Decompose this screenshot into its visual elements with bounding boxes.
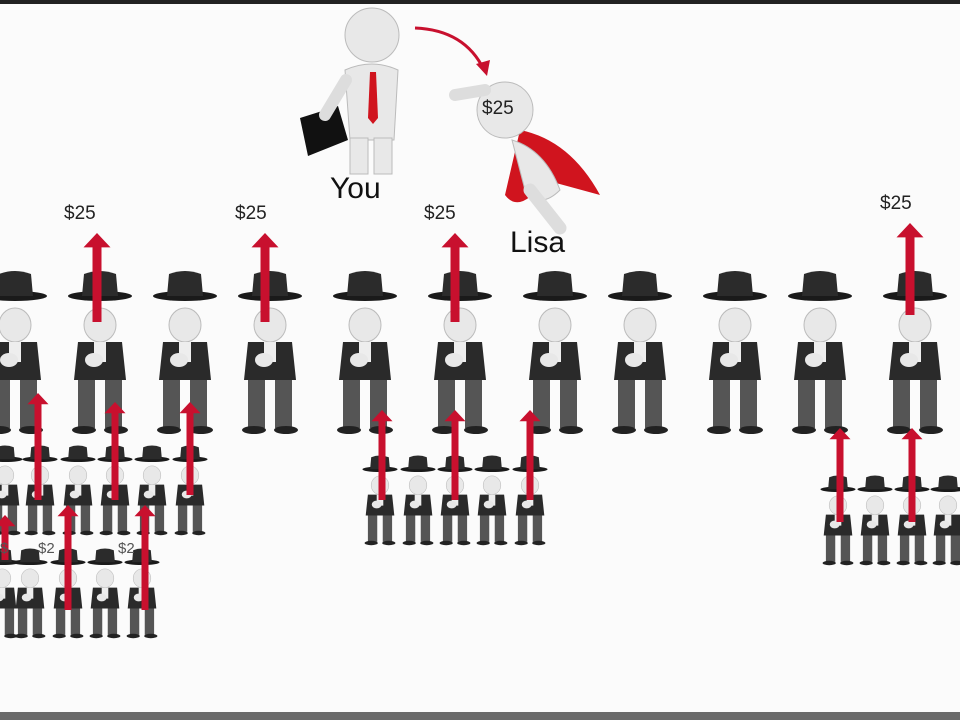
commission-arrow: [901, 428, 923, 522]
recruit-figure: [788, 271, 852, 434]
recruit-figure: [608, 271, 672, 434]
you-figure: [300, 7, 400, 175]
commission-arrow: [441, 233, 469, 322]
commission-arrow: [251, 233, 279, 322]
recruit-figure: [703, 271, 767, 434]
recruit-figure: [883, 271, 947, 434]
lisa-label: Lisa: [510, 226, 566, 259]
commission-arrow: [519, 410, 541, 500]
bottom-frame-edge: [0, 712, 960, 720]
downline-figure: [0, 445, 23, 536]
commission-arrow: [83, 233, 111, 322]
recruit-figure: [333, 271, 397, 434]
commission-arrow: [829, 428, 851, 522]
referral-arrow: [414, 26, 486, 71]
commission-arrow: [27, 393, 49, 500]
commission-label: $25: [64, 203, 96, 224]
commission-arrow: [104, 402, 126, 500]
downline-figure: [474, 455, 510, 546]
downline-figure: [437, 455, 473, 546]
commission-arrow: [444, 410, 466, 500]
commission-label: $25: [424, 203, 456, 224]
downline-figure: [400, 455, 436, 546]
partial-commission-label: $: [0, 540, 9, 557]
commission-label: $25: [235, 203, 267, 224]
commission-arrow: [0, 515, 16, 560]
lisa-superhero-figure: [449, 81, 600, 235]
downline-figure: [857, 475, 893, 566]
referral-arrow-head: [476, 60, 490, 76]
downline-figure: [172, 445, 208, 536]
downline-figure: [60, 445, 96, 536]
lisa-amount-label: $25: [482, 98, 514, 119]
recruit-figure: [0, 271, 47, 434]
recruit-figure: [238, 271, 302, 434]
commission-arrow: [57, 505, 79, 610]
recruit-figure: [153, 271, 217, 434]
downline-figure: [134, 445, 170, 536]
downline-figure: [12, 548, 48, 639]
downline-figure: [930, 475, 960, 566]
recruit-figure: [523, 271, 587, 434]
partial-commission-label: $2: [118, 540, 135, 557]
top-frame-edge: [0, 0, 960, 4]
commission-label: $25: [880, 193, 912, 214]
you-label: You: [330, 172, 381, 205]
commission-arrow: [371, 410, 393, 500]
recruit-figure: [428, 271, 492, 434]
commission-arrow: [134, 505, 156, 610]
commission-arrow: [896, 223, 924, 315]
commission-arrow: [179, 402, 201, 495]
downline-figure: [87, 548, 123, 639]
partial-commission-label: $2: [38, 540, 55, 557]
